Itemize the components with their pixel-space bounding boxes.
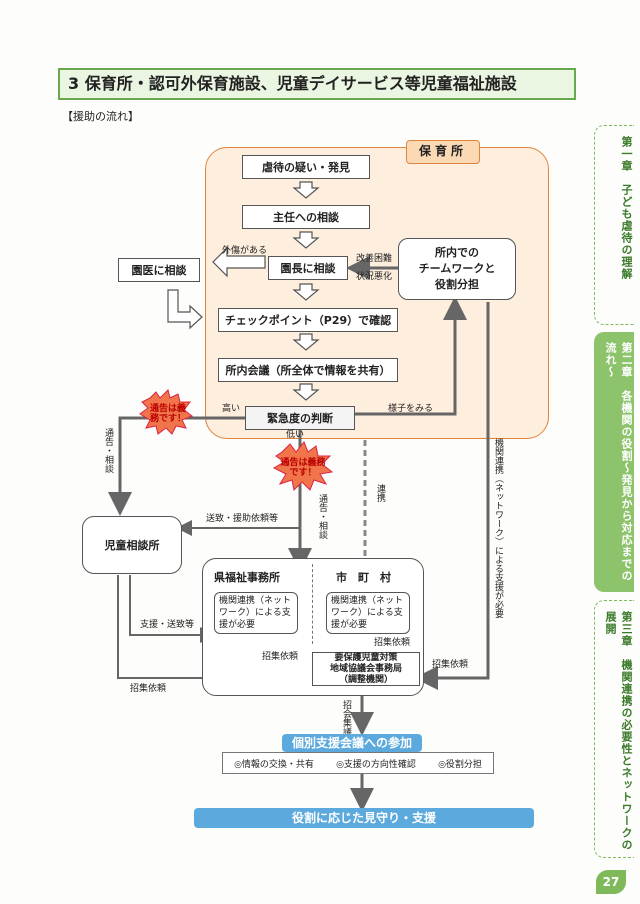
improve-label-1: 改善困難 <box>356 254 393 264</box>
teamwork-line-2: チームワークと <box>418 262 496 275</box>
director-box: 園長に相談 <box>268 256 348 280</box>
meeting-convene-label: 招会集議 <box>341 700 351 736</box>
teamwork-line-3: 役割分担 <box>435 278 479 291</box>
convene-label-city: 招集依頼 <box>374 638 411 648</box>
down-arrow-5 <box>292 383 320 401</box>
participation-bar: 個別支援会議への参加 <box>282 734 422 752</box>
burst-left-label: 通告は義務です！ <box>149 404 186 424</box>
doctor-box: 園医に相談 <box>118 258 200 282</box>
page-number: 27 <box>596 870 626 894</box>
section-title: 3 保育所・認可外保育施設、児童デイサービス等児童福祉施設 <box>58 68 576 100</box>
suspicion-box: 虐待の疑い・発見 <box>242 155 370 179</box>
down-arrow-3 <box>292 283 320 301</box>
convene-label-network: 招集依頼 <box>432 660 469 670</box>
urgency-box: 緊急度の判断 <box>245 406 355 430</box>
convene-label-center: 招集依頼 <box>130 684 167 694</box>
child-center-box: 児童相談所 <box>82 516 182 574</box>
secretariat-box: 要保護児童対策 地域協議会事務局 （調整機関） <box>312 652 420 686</box>
meeting-box: 所内会議（所全体で情報を共有） <box>218 358 398 382</box>
secretariat-line-1: 要保護児童対策 <box>334 652 398 663</box>
network-vertical-label: 機関連携（ネットワーク）による支援が必要 <box>493 438 503 618</box>
chief-box: 主任への相談 <box>242 205 370 229</box>
notify-left-label: 通告・相談 <box>103 428 113 473</box>
pref-city-divider <box>312 564 313 644</box>
chapter-tab-2[interactable]: 第二章 各機関の役割～発見から対応までの流れ～ <box>594 332 634 592</box>
bent-arrow <box>167 289 203 330</box>
down-arrow-1 <box>292 181 320 199</box>
low-label: 低い <box>286 430 305 440</box>
injury-label: 外傷がある <box>222 246 268 256</box>
down-arrow-4 <box>292 333 320 351</box>
flow-subtitle: 【援助の流れ】 <box>62 110 139 123</box>
burst-mid <box>272 441 334 492</box>
notify-mid-label: 通告・相談 <box>317 494 327 539</box>
cooperate-label: 連携 <box>375 484 385 502</box>
left-arrow-doctor <box>212 246 266 278</box>
teamwork-line-1: 所内での <box>435 246 479 259</box>
participation-item-2: ◎支援の方向性確認 <box>336 759 416 770</box>
pref-office-label: 県福祉事務所 <box>214 571 280 584</box>
down-arrow-2 <box>292 231 320 249</box>
convene-label-pref: 招集依頼 <box>262 652 299 662</box>
checkpoint-box: チェックポイント（P29）で確認 <box>218 308 398 332</box>
improve-label-2: 状況悪化 <box>356 272 393 282</box>
high-label: 高い <box>222 404 241 414</box>
burst-left <box>139 389 194 435</box>
participation-items: ◎情報の交換・共有 ◎支援の方向性確認 ◎役割分担 <box>222 752 494 774</box>
chapter-tab-1[interactable]: 第一章 子ども虐待の理解 <box>594 125 634 325</box>
secretariat-line-2: 地域協議会事務局 <box>329 663 402 674</box>
participation-item-3: ◎役割分担 <box>438 759 482 770</box>
support-send-label: 支援・送致等 <box>140 620 195 630</box>
send-request-label: 送致・援助依頼等 <box>206 514 279 524</box>
nursery-label: 保育所 <box>406 140 480 164</box>
secretariat-line-3: （調整機関） <box>338 674 393 685</box>
final-support-bar: 役割に応じた見守り・支援 <box>194 808 534 828</box>
teamwork-box: 所内での チームワークと 役割分担 <box>398 238 516 300</box>
city-note-box: 機関連携（ネットワーク）による支援が必要 <box>326 592 410 634</box>
city-label: 市 町 村 <box>336 571 391 584</box>
watch-label: 様子をみる <box>388 404 434 414</box>
pref-note-box: 機関連携（ネットワーク）による支援が必要 <box>214 592 298 634</box>
burst-mid-label: 通告は義務です！ <box>280 458 326 478</box>
chapter-tab-3[interactable]: 第三章 機関連携の必要性とネットワークの展開 <box>594 600 634 858</box>
participation-item-1: ◎情報の交換・共有 <box>234 759 314 770</box>
